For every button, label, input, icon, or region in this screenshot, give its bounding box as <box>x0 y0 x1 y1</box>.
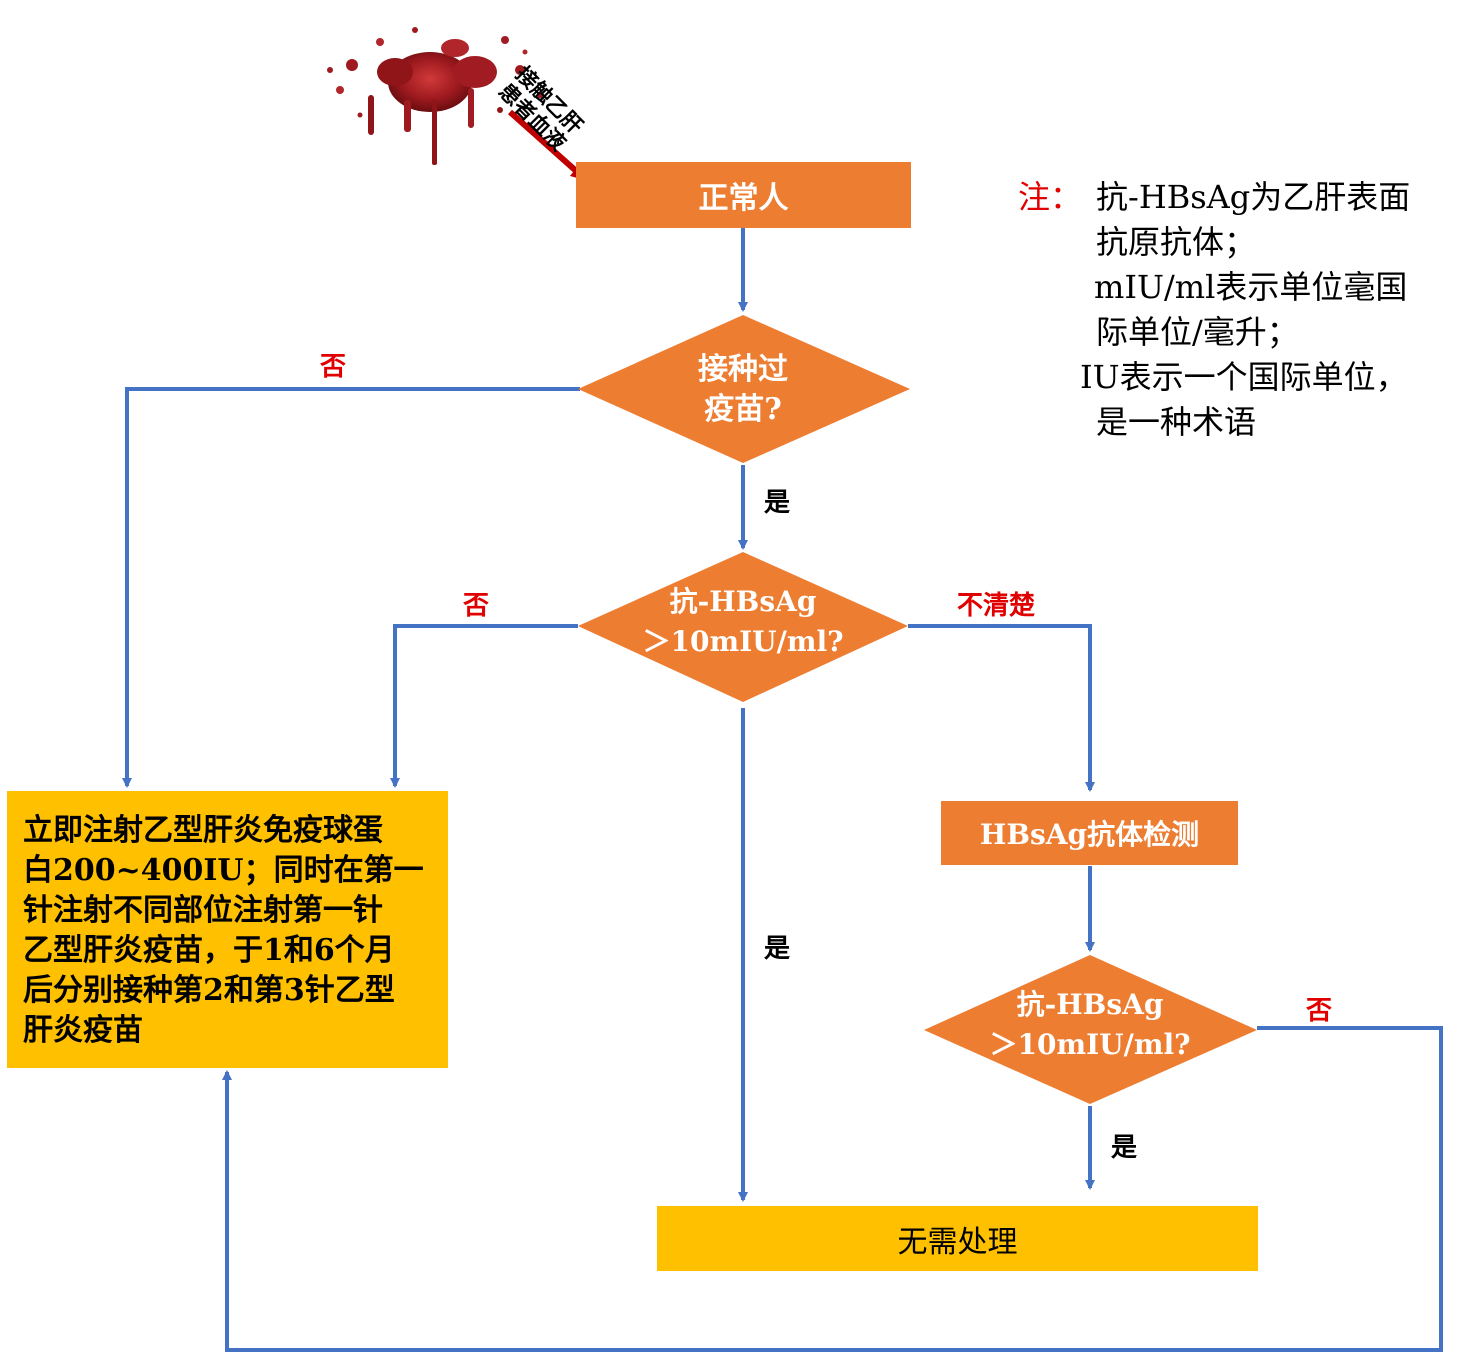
node-antibody-test-label: HBsAg抗体检测 <box>979 818 1200 851</box>
blood-splatter-icon <box>327 27 543 165</box>
decision-vaccinated: 接种过 疫苗? <box>643 350 843 430</box>
node-no-treatment-label: 无需处理 <box>897 1224 1018 1260</box>
node-treatment: 立即注射乙型肝炎免疫球蛋 白200~400IU；同时在第一 针注射不同部位注射第… <box>7 791 448 1068</box>
note-line: mIU/ml表示单位毫国 <box>1094 268 1408 306</box>
label-titer2-no: 否 <box>1306 996 1333 1026</box>
decision-titer2-line1: 抗-HBsAg <box>1016 988 1164 1021</box>
note-line: 抗原抗体； <box>1096 223 1257 261</box>
note-line: 是一种术语 <box>1096 403 1257 441</box>
edge-titer1-unclear <box>908 624 1095 792</box>
note-prefix: 注： <box>1018 178 1083 216</box>
node-normal-person-label: 正常人 <box>698 181 789 216</box>
edge-titer2-no <box>222 1026 1443 1352</box>
decision-titer1-line2: ＞10mIU/ml? <box>642 625 844 658</box>
decision-vaccinated-shape <box>578 315 910 463</box>
note-line: IU表示一个国际单位， <box>1080 358 1408 396</box>
label-vaccinated-yes: 是 <box>764 488 791 518</box>
label-titer1-no: 否 <box>463 591 490 621</box>
note-line: 际单位/毫升； <box>1096 313 1299 351</box>
treatment-line: 白200~400IU；同时在第一 <box>23 853 424 888</box>
decision-titer1-line1: 抗-HBsAg <box>669 585 817 618</box>
node-antibody-test: HBsAg抗体检测 <box>941 801 1238 865</box>
decision-titer2-shape <box>924 955 1257 1104</box>
node-no-treatment: 无需处理 <box>657 1206 1258 1271</box>
treatment-line: 肝炎疫苗 <box>23 1013 143 1048</box>
label-titer1-unclear: 不清楚 <box>957 591 1036 621</box>
decision-titer1-shape <box>578 552 908 702</box>
decision-vaccinated-line1: 接种过 <box>698 352 788 387</box>
treatment-line: 针注射不同部位注射第一针 <box>23 893 383 928</box>
label-vaccinated-no: 否 <box>320 352 347 382</box>
treatment-line: 后分别接种第2和第3针乙型 <box>23 973 395 1008</box>
decision-titer2: 抗-HBsAg ＞10mIU/ml? <box>965 985 1215 1065</box>
label-titer1-yes: 是 <box>764 934 791 964</box>
edge-vaccinated-no <box>122 387 580 788</box>
decision-titer2-line2: ＞10mIU/ml? <box>989 1028 1191 1061</box>
label-titer2-yes: 是 <box>1111 1133 1138 1163</box>
decision-vaccinated-line2: 疫苗? <box>704 392 782 427</box>
decision-titer1: 抗-HBsAg ＞10mIU/ml? <box>618 582 868 662</box>
exposure-arrow <box>508 109 587 181</box>
treatment-line: 乙型肝炎疫苗，于1和6个月 <box>23 933 395 968</box>
edge-titer1-no <box>390 624 578 788</box>
note-line: 抗-HBsAg为乙肝表面 <box>1096 178 1411 216</box>
node-normal-person: 正常人 <box>576 162 911 228</box>
treatment-line: 立即注射乙型肝炎免疫球蛋 <box>23 813 383 848</box>
